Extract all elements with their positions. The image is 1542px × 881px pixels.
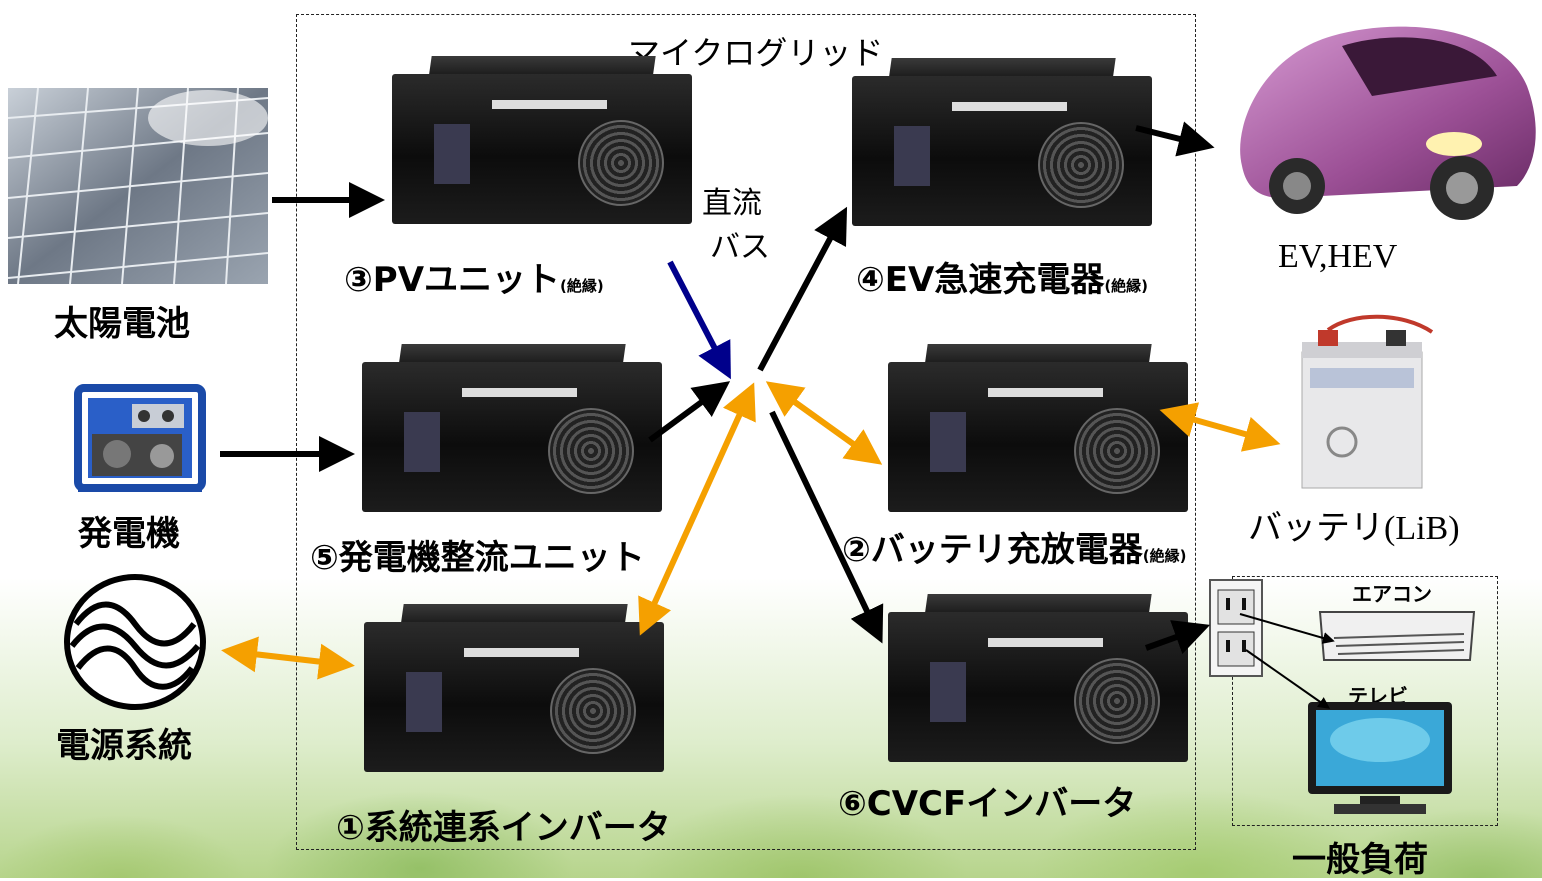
- ev-hev-label: EV,HEV: [1278, 238, 1398, 275]
- grid-label: 電源系統: [56, 726, 192, 766]
- ev-charger-name: ④EV急速充電器: [856, 260, 1105, 300]
- dc-bus-label-2: バス: [710, 230, 770, 265]
- battery-charger-battery-arrow: [1159, 402, 1281, 452]
- generator-image: [72, 378, 208, 496]
- pv-to-bus-arrow: [667, 260, 731, 380]
- ev-charger-to-ev-arrow: [1135, 121, 1215, 157]
- generator-label: 発電機: [78, 514, 180, 554]
- bus-battery-charger-arrow: [765, 381, 883, 465]
- grid-inverter-device: [364, 604, 664, 772]
- microgrid-title: マイクログリッド: [628, 34, 884, 72]
- pv-unit-device: [392, 56, 692, 224]
- ev-charger-label: ④EV急速充電器(絶縁): [856, 252, 1148, 301]
- solar-cell-label: 太陽電池: [54, 304, 190, 344]
- grid-inverter-bus-arrow: [638, 382, 756, 636]
- outlet-to-tv-line: [1245, 649, 1331, 709]
- television-image: [1304, 700, 1456, 820]
- general-load-label: 一般負荷: [1292, 840, 1428, 880]
- pv-unit-label: ③PVユニット(絶縁): [344, 252, 604, 301]
- pv-unit-note: (絶縁): [560, 277, 604, 295]
- rectifier-to-bus-arrow: [648, 381, 731, 443]
- aircon-label: エアコン: [1352, 582, 1432, 606]
- battery-image: [1292, 312, 1442, 490]
- generator-rectifier-label: ⑤発電機整流ユニット: [310, 538, 645, 578]
- air-conditioner-image: [1314, 608, 1476, 664]
- power-outlet-image: [1208, 578, 1264, 678]
- grid-bidirectional-arrow: [221, 636, 355, 680]
- general-load-boundary: [1232, 576, 1498, 826]
- solar-panel-image: [7, 87, 269, 285]
- grid-inverter-label: ①系統連系インバータ: [336, 808, 671, 848]
- battery-charger-label: ②バッテリ充放電器(絶縁): [842, 522, 1187, 571]
- battery-lib-label: バッテリ(LiB): [1248, 510, 1460, 547]
- bus-to-ev-charger-arrow: [757, 206, 848, 372]
- outlet-to-aircon-line: [1239, 613, 1335, 644]
- battery-charger-name: ②バッテリ充放電器: [842, 530, 1143, 570]
- ev-charger-device: [852, 58, 1152, 226]
- pv-unit-name: ③PVユニット: [344, 260, 561, 300]
- ev-car-image: [1222, 16, 1542, 222]
- battery-charger-note: (絶縁): [1142, 547, 1187, 565]
- bus-to-cvcf-arrow: [769, 410, 884, 644]
- cvcf-inverter-label: ⑥CVCFインバータ: [838, 784, 1137, 824]
- dc-bus-label-1: 直流: [702, 186, 762, 221]
- cvcf-to-outlet-arrow: [1144, 620, 1211, 655]
- power-grid-icon: [62, 572, 208, 712]
- cvcf-inverter-device: [888, 594, 1188, 762]
- generator-rectifier-device: [362, 344, 662, 512]
- ev-charger-note: (絶縁): [1104, 277, 1149, 295]
- battery-charger-device: [888, 344, 1188, 512]
